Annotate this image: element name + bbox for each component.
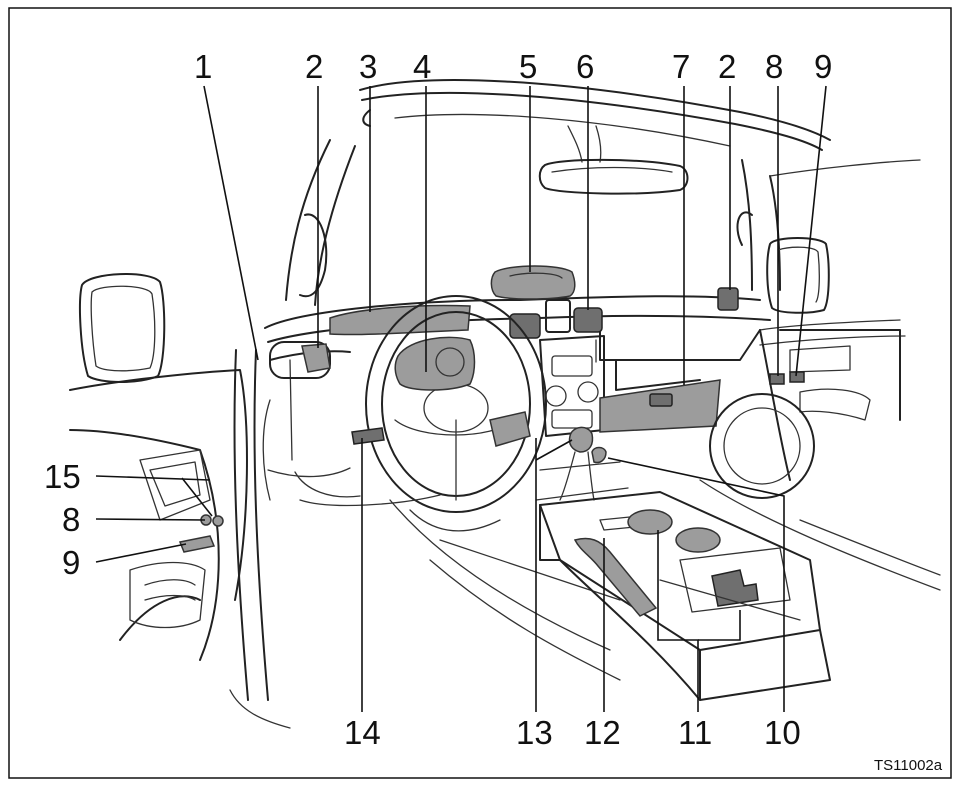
rearview-mirror xyxy=(538,158,689,195)
callout-12: 12 xyxy=(584,714,621,751)
glove-box xyxy=(599,379,721,433)
callout-numbers: 1 2 3 4 5 6 7 2 8 9 15 8 9 14 13 12 11 1… xyxy=(44,48,832,751)
leader-11 xyxy=(657,530,699,712)
steering-wheel xyxy=(365,295,547,513)
right-door xyxy=(699,329,941,591)
callout-3: 3 xyxy=(359,48,377,85)
leader-lines xyxy=(95,85,827,712)
callout-10: 10 xyxy=(764,714,801,751)
callout-1: 1 xyxy=(194,48,212,85)
callout-9-left: 9 xyxy=(62,544,80,581)
windshield-header xyxy=(359,79,831,163)
leader-10 xyxy=(607,457,785,712)
left-door xyxy=(69,369,248,661)
right-side-mirror xyxy=(766,237,830,314)
left-side-mirror xyxy=(79,273,166,383)
leader-15b xyxy=(181,477,213,517)
leader-11b xyxy=(698,610,741,641)
center-top-storage xyxy=(490,265,576,300)
leader-13b xyxy=(535,439,573,461)
callout-8-right: 8 xyxy=(765,48,783,85)
callout-13: 13 xyxy=(516,714,553,751)
shift-levers xyxy=(535,426,629,501)
leader-9-left xyxy=(95,543,187,563)
callout-2-right: 2 xyxy=(718,48,736,85)
hood-release xyxy=(351,427,385,445)
callout-8-left: 8 xyxy=(62,501,80,538)
center-console xyxy=(539,491,831,701)
callout-15: 15 xyxy=(44,458,81,495)
center-air-vents xyxy=(509,299,603,339)
callout-9-right: 9 xyxy=(814,48,832,85)
instrument-cluster xyxy=(394,336,476,391)
callout-7: 7 xyxy=(672,48,690,85)
callout-5: 5 xyxy=(519,48,537,85)
callout-11: 11 xyxy=(678,714,712,751)
floor-area xyxy=(299,494,621,681)
leader-1 xyxy=(203,85,259,361)
figure-code: TS11002a xyxy=(874,757,943,774)
leader-15 xyxy=(95,475,211,481)
leader-9-right xyxy=(795,85,827,377)
figure-frame xyxy=(8,7,952,779)
leader-8-left xyxy=(95,518,206,521)
callout-4: 4 xyxy=(413,48,431,85)
door-frame xyxy=(229,349,291,729)
callout-6: 6 xyxy=(576,48,594,85)
callout-2-left: 2 xyxy=(305,48,323,85)
callout-14: 14 xyxy=(344,714,381,751)
right-air-vent xyxy=(717,287,739,311)
